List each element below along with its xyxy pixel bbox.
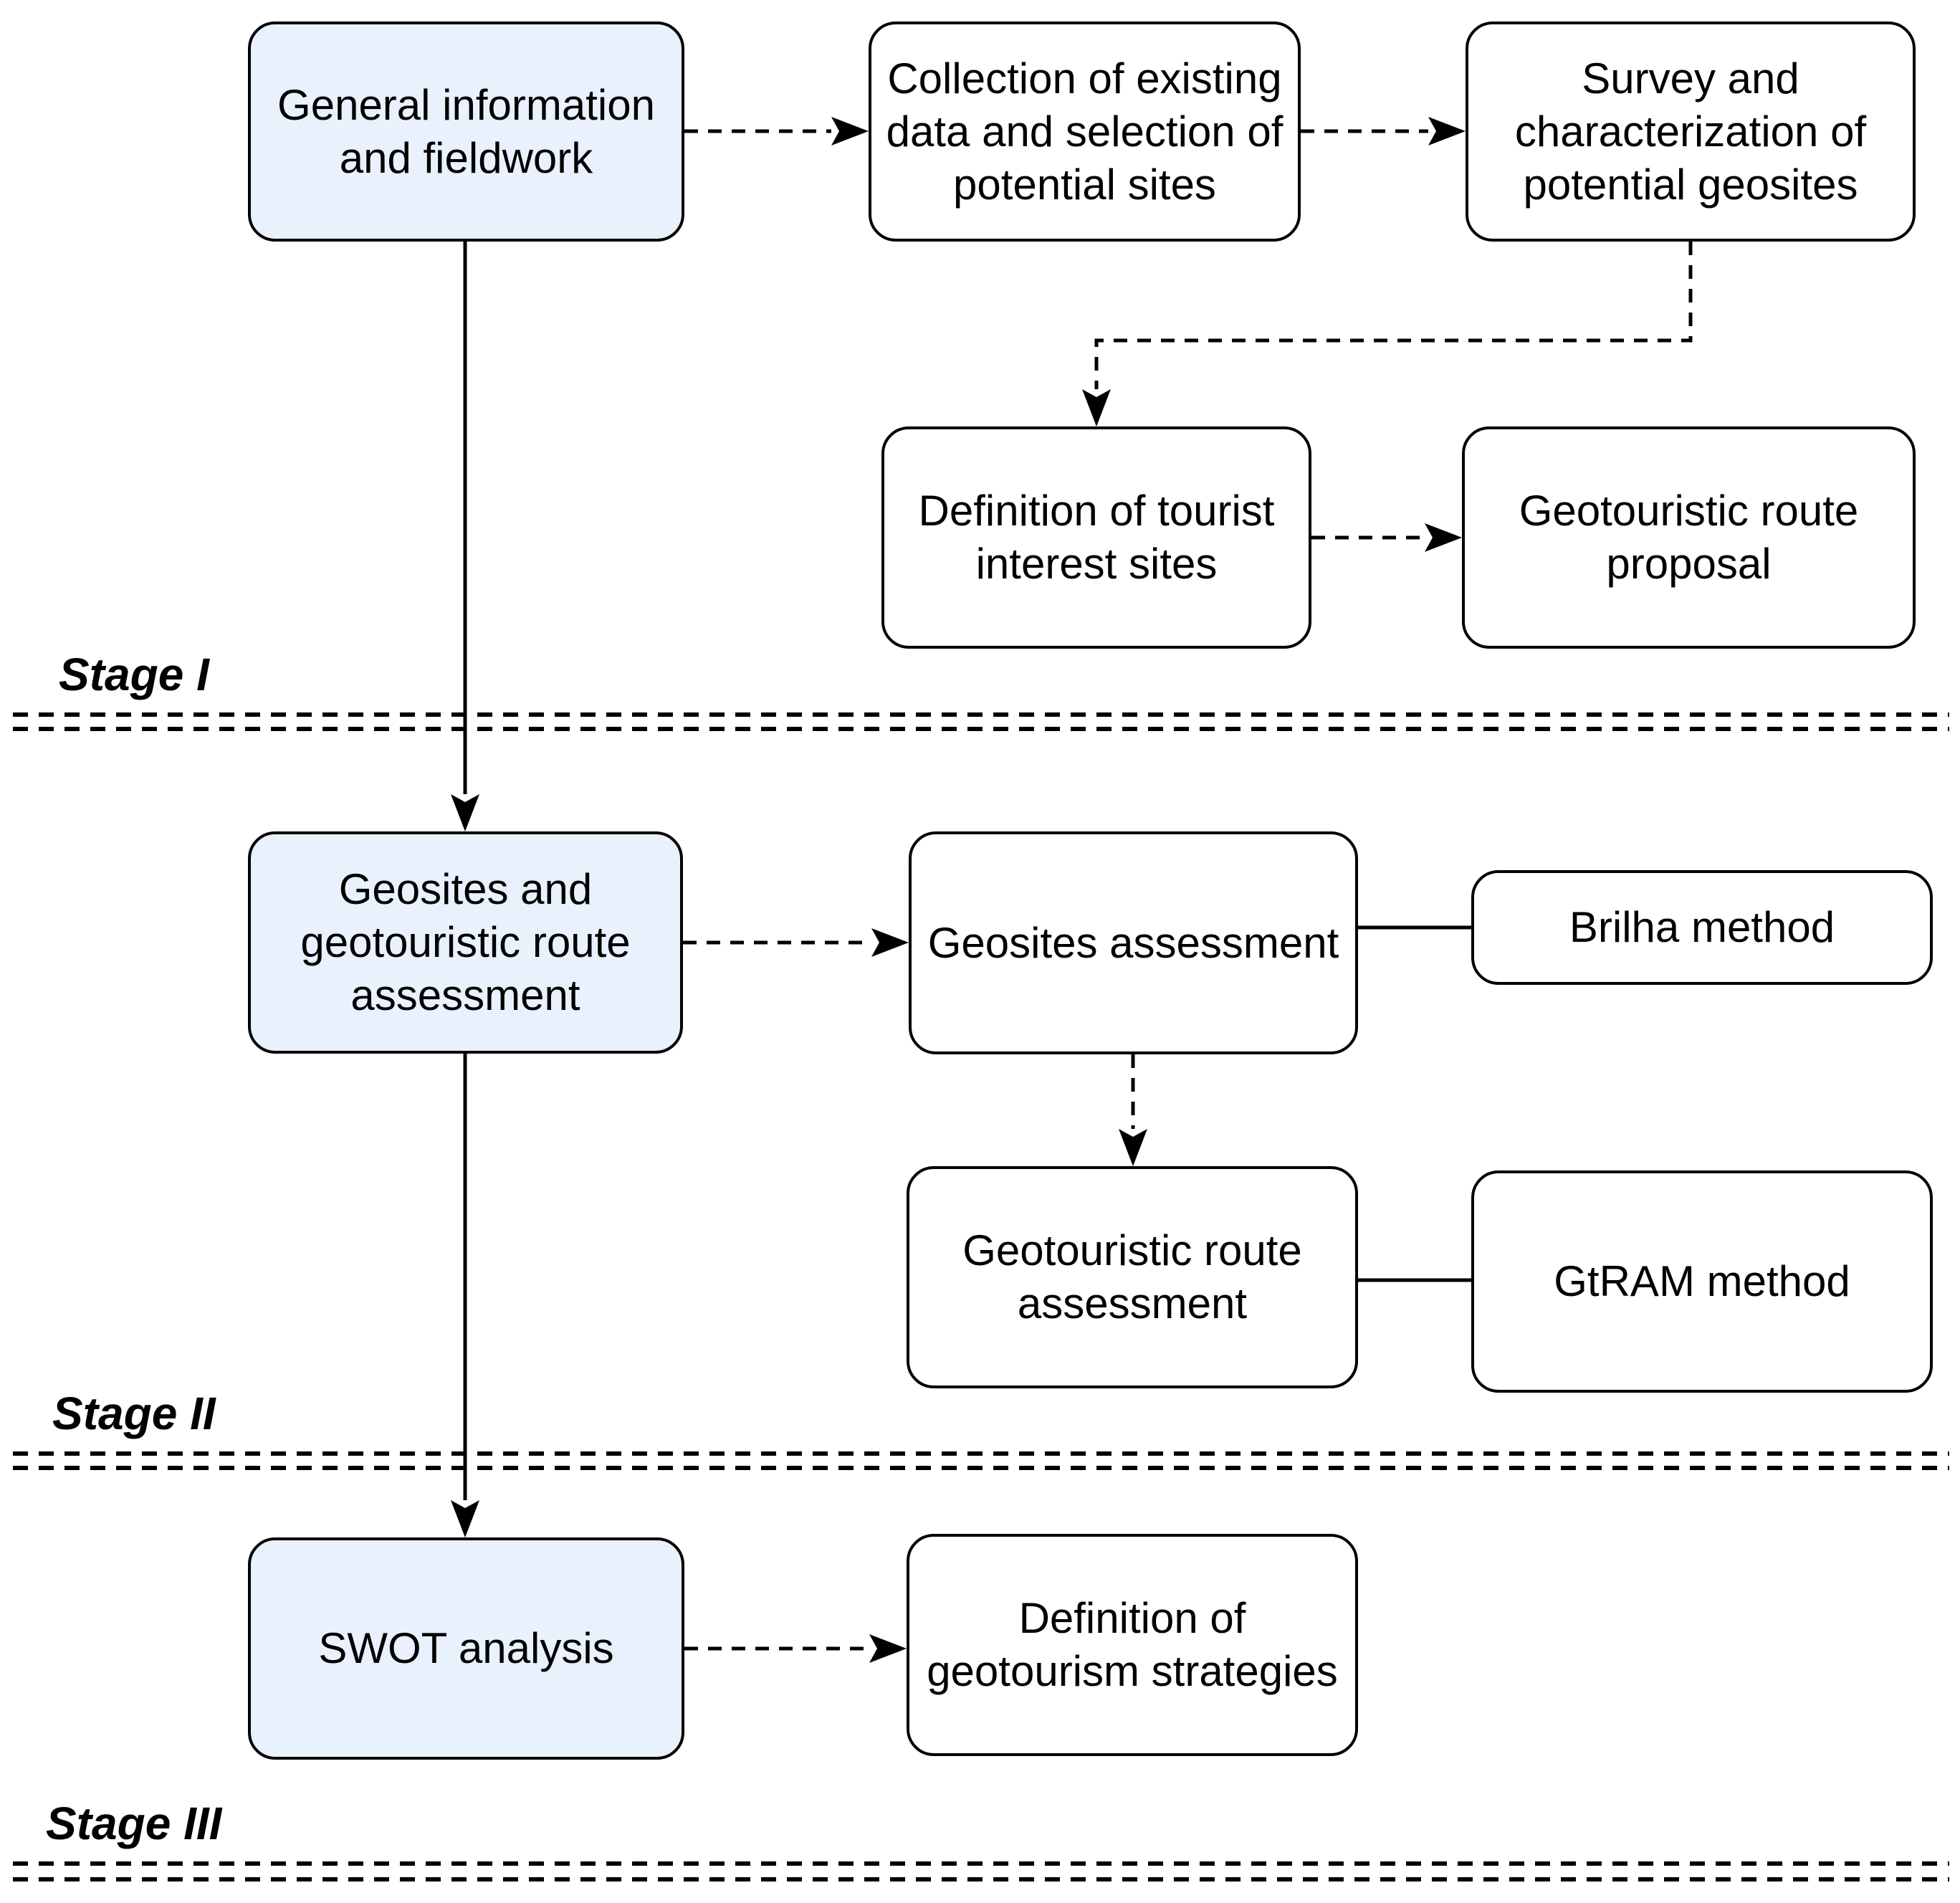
node-label-line: assessment	[350, 971, 580, 1019]
node-label-line: Brilha method	[1569, 903, 1835, 951]
node-collection-of-existing-data: Collection of existing data and selectio…	[869, 22, 1301, 242]
node-label-line: Geotouristic route	[1519, 487, 1859, 535]
stage-3-separator	[13, 1861, 1949, 1881]
stage-2-label: Stage II	[52, 1388, 216, 1439]
node-swot-analysis: SWOT analysis	[248, 1537, 684, 1760]
node-geosites-and-geotouristic-route-assessment: Geosites and geotouristic route assessme…	[248, 831, 683, 1054]
node-label-line: data and selection of	[886, 107, 1283, 156]
node-geosites-assessment: Geosites assessment	[909, 831, 1358, 1054]
node-label-line: General information	[277, 80, 655, 129]
node-label-line: Geosites assessment	[927, 918, 1339, 967]
node-label-line: geotourism strategies	[927, 1647, 1338, 1695]
node-label-line: Geotouristic route	[962, 1226, 1302, 1274]
node-survey-and-characterization: Survey and characterization of potential…	[1466, 22, 1916, 242]
node-gtram-method: GtRAM method	[1471, 1170, 1933, 1393]
stage-1-label: Stage I	[59, 649, 209, 700]
node-label-line: assessment	[1017, 1279, 1248, 1327]
node-label-line: GtRAM method	[1554, 1257, 1850, 1305]
node-label-line: characterization of	[1514, 107, 1867, 156]
node-label-line: Collection of existing	[887, 54, 1282, 102]
node-label-line: SWOT analysis	[318, 1624, 614, 1672]
node-geotouristic-route-assessment: Geotouristic route assessment	[907, 1166, 1358, 1388]
node-label-line: potential sites	[953, 160, 1216, 209]
stage-3-label: Stage III	[46, 1798, 222, 1849]
stage-1-separator	[13, 712, 1949, 731]
node-label-line: and fieldwork	[339, 133, 593, 182]
node-label-line: interest sites	[975, 540, 1218, 588]
node-label-line: potential geosites	[1523, 160, 1858, 209]
node-label-line: proposal	[1606, 540, 1772, 588]
node-brilha-method: Brilha method	[1471, 870, 1933, 985]
arrow-survey-to-definition-sites	[1082, 242, 1693, 426]
node-label-line: Geosites and	[338, 865, 593, 913]
node-label-line: Definition of	[1018, 1594, 1246, 1642]
node-definition-of-tourist-interest-sites: Definition of tourist interest sites	[881, 426, 1311, 649]
node-geotouristic-route-proposal: Geotouristic route proposal	[1462, 426, 1916, 649]
node-definition-of-geotourism-strategies: Definition of geotourism strategies	[907, 1534, 1358, 1756]
node-label-line: Survey and	[1582, 54, 1799, 102]
node-label-line: Definition of tourist	[918, 487, 1275, 535]
node-general-information-and-fieldwork: General information and fieldwork	[248, 22, 684, 242]
stage-2-separator	[13, 1451, 1949, 1470]
node-label-line: geotouristic route	[300, 918, 631, 966]
